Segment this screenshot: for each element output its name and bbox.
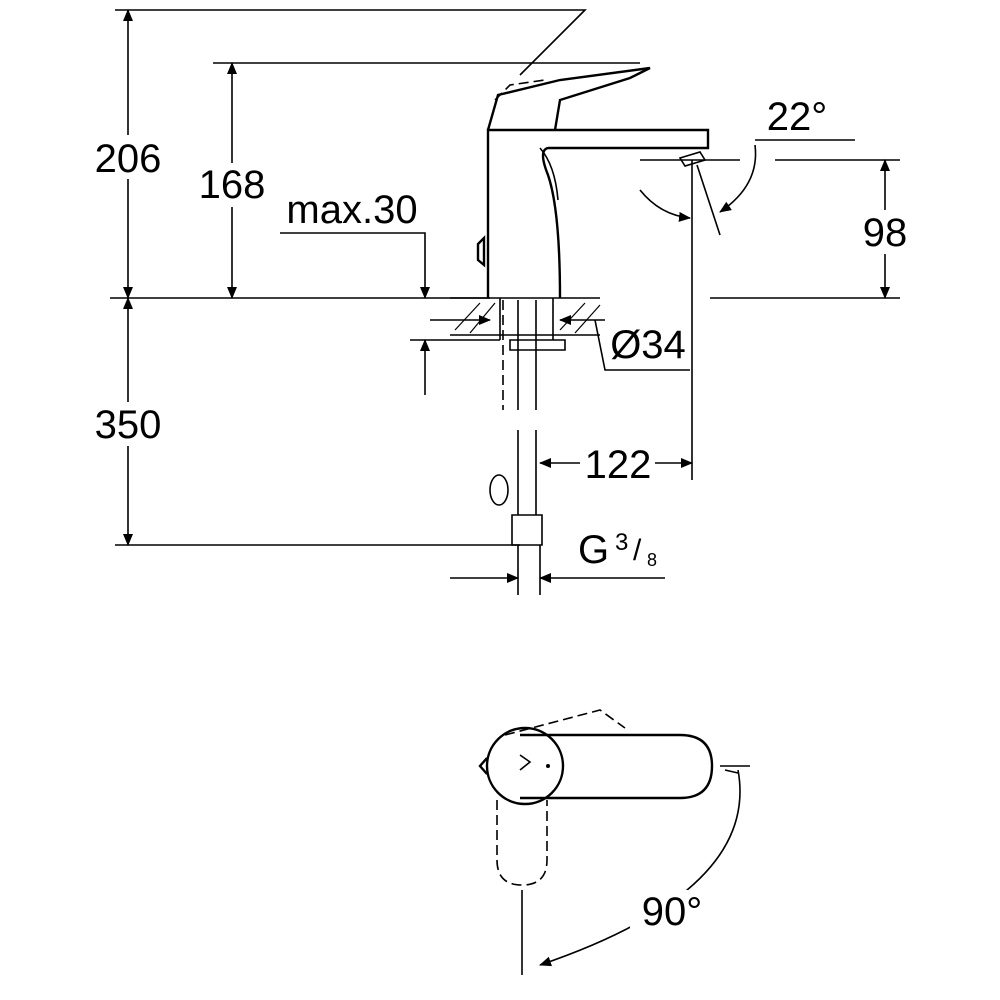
thread-denominator: 8 (647, 550, 657, 570)
dimension-label-122: 122 (585, 443, 652, 487)
faucet-side-view (476, 66, 710, 299)
svg-text:/: / (633, 534, 642, 567)
dimension-350: 350 (85, 297, 171, 546)
dimension-label-98: 98 (863, 211, 908, 255)
dimension-label-max30: max.30 (286, 188, 417, 232)
deck-section (430, 297, 690, 371)
thread-numerator: 3 (615, 529, 628, 556)
dimension-label-168: 168 (199, 163, 266, 207)
dimension-label-350: 350 (95, 403, 162, 447)
dimension-122: 122 (539, 160, 693, 487)
dimension-label-diameter-34: Ø34 (610, 323, 686, 367)
faucet-top-view: 90° (478, 709, 750, 975)
dimension-label-90deg: 90° (642, 890, 703, 934)
dimension-22-degree: 22° (639, 95, 828, 236)
dimension-98: 98 (850, 159, 920, 299)
supply-hoses (489, 300, 543, 595)
dimension-label-22deg: 22° (767, 95, 828, 139)
dimension-168: 168 (190, 62, 274, 299)
dimension-label-206: 206 (95, 137, 162, 181)
dimension-thread: G 3 / 8 (450, 528, 665, 583)
dimension-max30: max.30 (280, 188, 500, 395)
reference-lines (110, 9, 900, 546)
thread-label-g: G (578, 528, 609, 572)
dimension-206: 206 (85, 8, 171, 299)
